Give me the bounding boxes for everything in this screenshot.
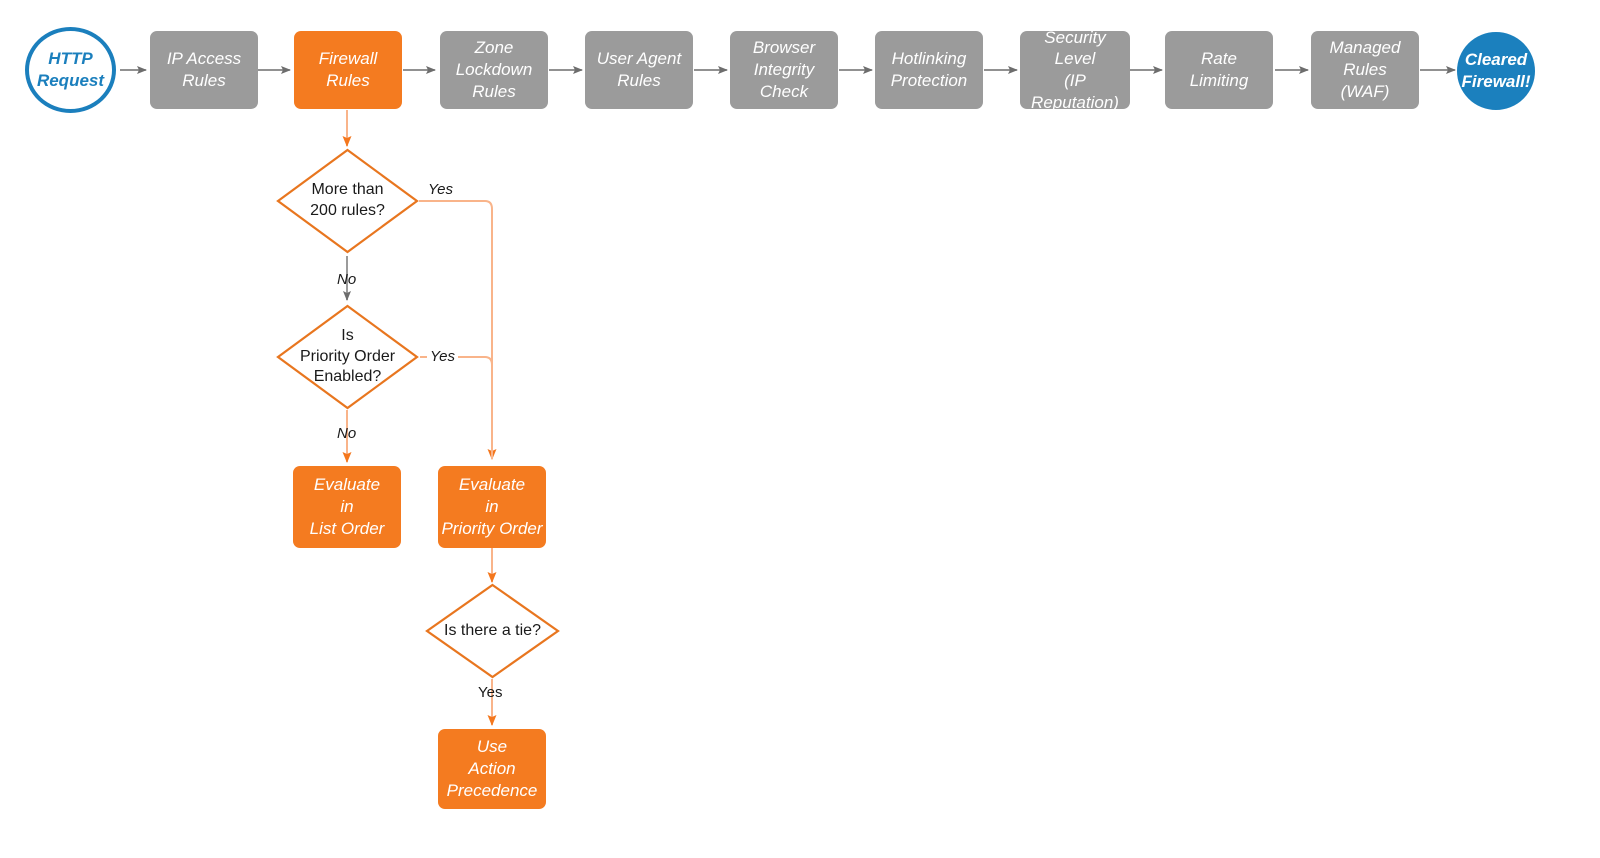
node-rate-limiting[interactable]: Rate Limiting [1165, 31, 1273, 109]
node-more-than-200-rules[interactable]: More than 200 rules? [276, 148, 419, 254]
node-firewall-rules-label: Firewall Rules [318, 49, 378, 90]
node-evaluate-in-priority-order-label: Evaluate in Priority Order [441, 475, 543, 538]
node-is-there-a-tie-label: Is there a tie? [444, 621, 541, 639]
edge-label-priority-no: No [337, 425, 357, 442]
edge-label-rules-no: No [337, 271, 357, 288]
node-evaluate-in-list-order[interactable]: Evaluate in List Order [293, 466, 401, 548]
edge-label-rules-yes: Yes [428, 181, 454, 198]
edge-label-tie-yes: Yes [478, 684, 503, 701]
node-managed-rules-waf-label: Managed Rules (WAF) [1329, 38, 1401, 101]
node-user-agent-rules-label: User Agent Rules [596, 49, 682, 90]
diamond-shape [276, 304, 419, 410]
node-rate-limiting-label: Rate Limiting [1189, 49, 1249, 90]
node-hotlinking-protection-label: Hotlinking Protection [890, 49, 968, 90]
node-zone-lockdown-rules[interactable]: Zone Lockdown Rules [440, 31, 548, 109]
node-use-action-precedence-label: Use Action Precedence [446, 737, 538, 800]
node-more-than-200-rules-label: More than 200 rules? [310, 181, 385, 219]
node-cleared-firewall-label: Cleared Firewall! [1461, 50, 1531, 91]
edge-priority-yes [420, 356, 493, 459]
node-http-request[interactable]: HTTP Request [25, 27, 116, 113]
node-security-level-label: Security Level (IP Reputation) [1031, 27, 1119, 112]
node-browser-integrity-check-label: Browser Integrity Check [752, 38, 816, 101]
node-security-level[interactable]: Security Level (IP Reputation) [1020, 28, 1130, 112]
diamond-shape [425, 583, 560, 679]
edge-label-priority-yes: Yes [427, 348, 459, 365]
node-ip-access-rules-label: IP Access Rules [166, 49, 242, 90]
node-evaluate-in-priority-order[interactable]: Evaluate in Priority Order [438, 466, 546, 548]
node-zone-lockdown-rules-label: Zone Lockdown Rules [455, 38, 533, 101]
node-user-agent-rules[interactable]: User Agent Rules [585, 31, 693, 109]
node-managed-rules-waf[interactable]: Managed Rules (WAF) [1311, 31, 1419, 109]
node-cleared-firewall[interactable]: Cleared Firewall! [1457, 32, 1535, 110]
node-ip-access-rules[interactable]: IP Access Rules [150, 31, 258, 109]
node-hotlinking-protection[interactable]: Hotlinking Protection [875, 31, 983, 109]
edge-rulecount-yes [419, 200, 497, 460]
node-is-priority-order-enabled[interactable]: Is Priority Order Enabled? [276, 304, 419, 410]
node-http-request-label: HTTP Request [36, 49, 105, 90]
node-browser-integrity-check[interactable]: Browser Integrity Check [730, 31, 838, 109]
node-evaluate-in-list-order-label: Evaluate in List Order [309, 475, 385, 538]
node-use-action-precedence[interactable]: Use Action Precedence [438, 729, 546, 809]
diamond-shape [276, 148, 419, 254]
node-is-priority-order-enabled-label: Is Priority Order Enabled? [299, 326, 396, 386]
node-is-there-a-tie[interactable]: Is there a tie? [425, 583, 560, 679]
node-firewall-rules[interactable]: Firewall Rules [294, 31, 402, 109]
